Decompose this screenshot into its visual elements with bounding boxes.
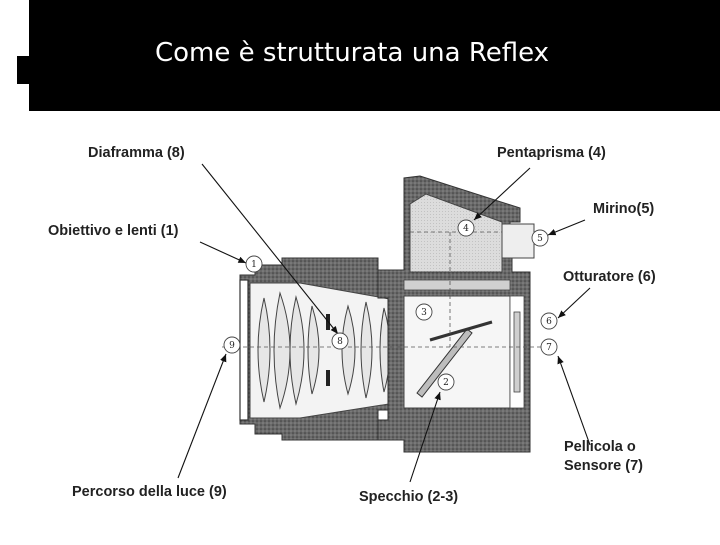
marker-2-circle (437, 373, 455, 391)
reflex-diagram: 1 2 3 4 5 6 7 8 9 Diaframma (8) Obiettiv… (0, 111, 720, 540)
marker-4-circle (457, 219, 475, 237)
marker-8-circle (331, 332, 349, 350)
label-obiettivo: Obiettivo e lenti (1) (48, 223, 179, 239)
marker-1: 1 (251, 260, 257, 270)
light-path-lines (222, 231, 552, 348)
label-pellicola-1: Pellicola o (564, 439, 636, 455)
label-diaframma: Diaframma (8) (88, 145, 185, 161)
label-mirino: Mirino(5) (593, 201, 654, 217)
label-pentaprisma: Pentaprisma (4) (497, 145, 606, 161)
reflex-diagram-svg: 1 2 3 4 5 6 7 8 9 Diaframma (8) Obiettiv… (48, 145, 656, 505)
marker-5: 5 (537, 234, 543, 244)
marker-1-circle (245, 255, 263, 273)
label-pellicola-2: Sensore (7) (564, 458, 643, 474)
mirror (416, 320, 493, 398)
marker-6-circle (540, 312, 558, 330)
title-bar: Come è strutturata una Reflex (29, 0, 720, 111)
camera-body (377, 175, 535, 453)
diagram-labels: Diaframma (8) Obiettivo e lenti (1) Pent… (48, 145, 656, 505)
label-otturatore: Otturatore (6) (563, 269, 656, 285)
slide-title: Come è strutturata una Reflex (155, 38, 550, 68)
marker-5-circle (531, 229, 549, 247)
marker-4: 4 (463, 224, 469, 234)
label-specchio: Specchio (2-3) (359, 489, 458, 505)
marker-3: 3 (421, 308, 427, 318)
marker-7-circle (540, 338, 558, 356)
marker-7: 7 (546, 343, 552, 353)
marker-circles (223, 219, 558, 391)
leader-lines (177, 163, 591, 483)
marker-6: 6 (546, 317, 552, 327)
marker-9-circle (223, 336, 241, 354)
marker-8: 8 (337, 337, 343, 347)
marker-3-circle (415, 303, 433, 321)
marker-numbers: 1 2 3 4 5 6 7 8 9 (229, 224, 552, 388)
label-percorso: Percorso della luce (9) (72, 484, 227, 500)
marker-2: 2 (443, 378, 449, 388)
marker-9: 9 (229, 341, 235, 351)
lens-elements (257, 291, 391, 410)
aperture-blade-bottom (326, 370, 330, 386)
